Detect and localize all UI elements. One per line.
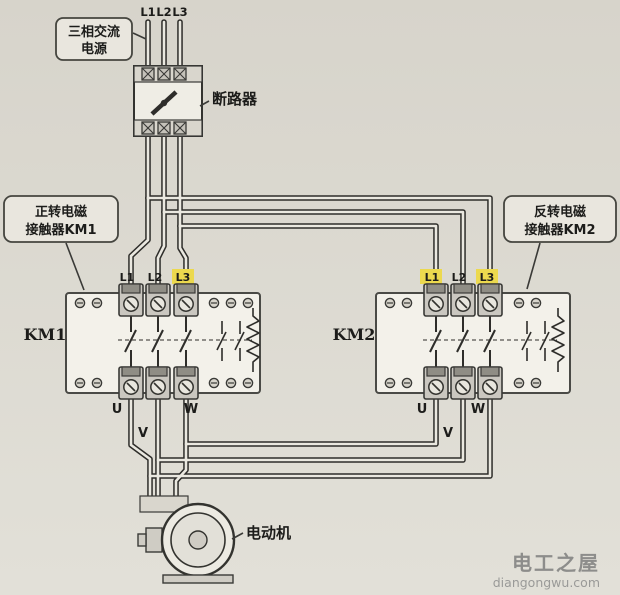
phase-label-l3: L3 [172,5,187,19]
km1-callout-box [3,195,119,243]
motor-base [162,574,234,584]
km2-callout-pointer [526,242,541,290]
power-source-callout: 三相交流 电源 [55,17,147,61]
km2-terminal-w [477,366,503,400]
km2-top-label-l3: L3 [480,271,495,284]
km2-bottom-label-v: V [443,426,453,441]
breaker-terminal [173,121,187,135]
power-source-line1: 三相交流 [68,24,120,40]
km2-bottom-label-w: W [471,402,485,417]
power-source-pointer [132,32,147,40]
km1-l3-highlight [172,269,194,284]
power-source-box [55,17,133,61]
km2-screw [401,377,413,389]
km2-terminal-v [450,366,476,400]
km2-screw [384,297,396,309]
km2-screw [530,297,542,309]
motor [137,495,236,584]
km1-terminal-w [173,366,199,400]
km2-top-label-l2: L2 [452,271,467,284]
breaker-terminal [141,121,155,135]
motor-label: 电动机 [246,524,291,542]
km1-terminal-l1 [118,283,144,317]
km2-screw [513,377,525,389]
km1-top-label-l1: L1 [120,271,135,284]
km1-callout-line2: 接触器KM1 [25,222,96,238]
breaker-label: 断路器 [212,90,258,108]
km1-screw [225,297,237,309]
km1-coil [246,308,260,372]
km1-name: KM1 [24,325,67,344]
km2-callout-box [503,195,617,243]
km1-screw [208,297,220,309]
km1-callout-line1: 正转电磁 [35,204,87,220]
motor-hub [188,530,208,550]
km2-terminal-l1 [423,283,449,317]
km1-bottom-label-w: W [184,402,198,417]
km1-screw [74,297,86,309]
km1-callout-pointer [65,242,85,291]
phase-label-l1: L1 [140,5,155,19]
circuit-breaker [133,65,203,137]
breaker-terminal [157,121,171,135]
km2-terminal-l2 [450,283,476,317]
km2-terminal-l3 [477,283,503,317]
km1-terminal-l2 [145,283,171,317]
breaker-terminal [173,67,187,81]
breaker-pointer [199,100,210,107]
watermark-title: 电工之屋 [512,551,600,575]
km1-bottom-label-u: U [112,402,123,417]
km1-top-label-l3: L3 [176,271,191,284]
km2-top-label-l1: L1 [425,271,440,284]
km1-screw [242,297,254,309]
km1-terminal-v [145,366,171,400]
phase-label-l2: L2 [156,5,171,19]
km2-coil [551,308,565,372]
breaker-label-group: 断路器 [199,90,258,108]
motor-shaft [145,527,163,553]
km2-screw [401,297,413,309]
km1-screw [74,377,86,389]
km1-screw [208,377,220,389]
km2-callout: 反转电磁 接触器KM2 [503,195,617,290]
motor-label-group: 电动机 [231,524,291,542]
km2-name: KM2 [333,325,376,344]
motor-pointer [231,532,244,540]
power-source-line2: 电源 [81,41,107,57]
km1-screw [242,377,254,389]
km2-l3-highlight [476,269,498,284]
km1-bottom-label-v: V [138,426,148,441]
breaker-terminal [141,67,155,81]
km1-screw [91,377,103,389]
km2-screw [384,377,396,389]
km1-terminal-u [118,366,144,400]
km2-bottom-label-u: U [417,402,428,417]
km2-contactor: L1 L2 L3 U V W KM2 [333,269,571,441]
km2-terminal-u [423,366,449,400]
km1-screw [225,377,237,389]
breaker-pivot [160,99,168,107]
km2-l1-highlight [420,269,442,284]
km2-screw [530,377,542,389]
breaker-terminal [157,67,171,81]
km2-screw [513,297,525,309]
km1-screw [91,297,103,309]
km1-contactor: L1 L2 L3 U V W KM1 [24,269,261,441]
motor-terminal-box [139,495,189,513]
km2-callout-line1: 反转电磁 [534,204,586,220]
watermark-url: diangongwu.com [493,575,600,590]
km2-callout-line2: 接触器KM2 [524,222,595,238]
km1-callout: 正转电磁 接触器KM1 [3,195,119,291]
km1-top-label-l2: L2 [148,271,163,284]
km1-terminal-l3 [173,283,199,317]
motor-shaft-end [137,533,147,547]
